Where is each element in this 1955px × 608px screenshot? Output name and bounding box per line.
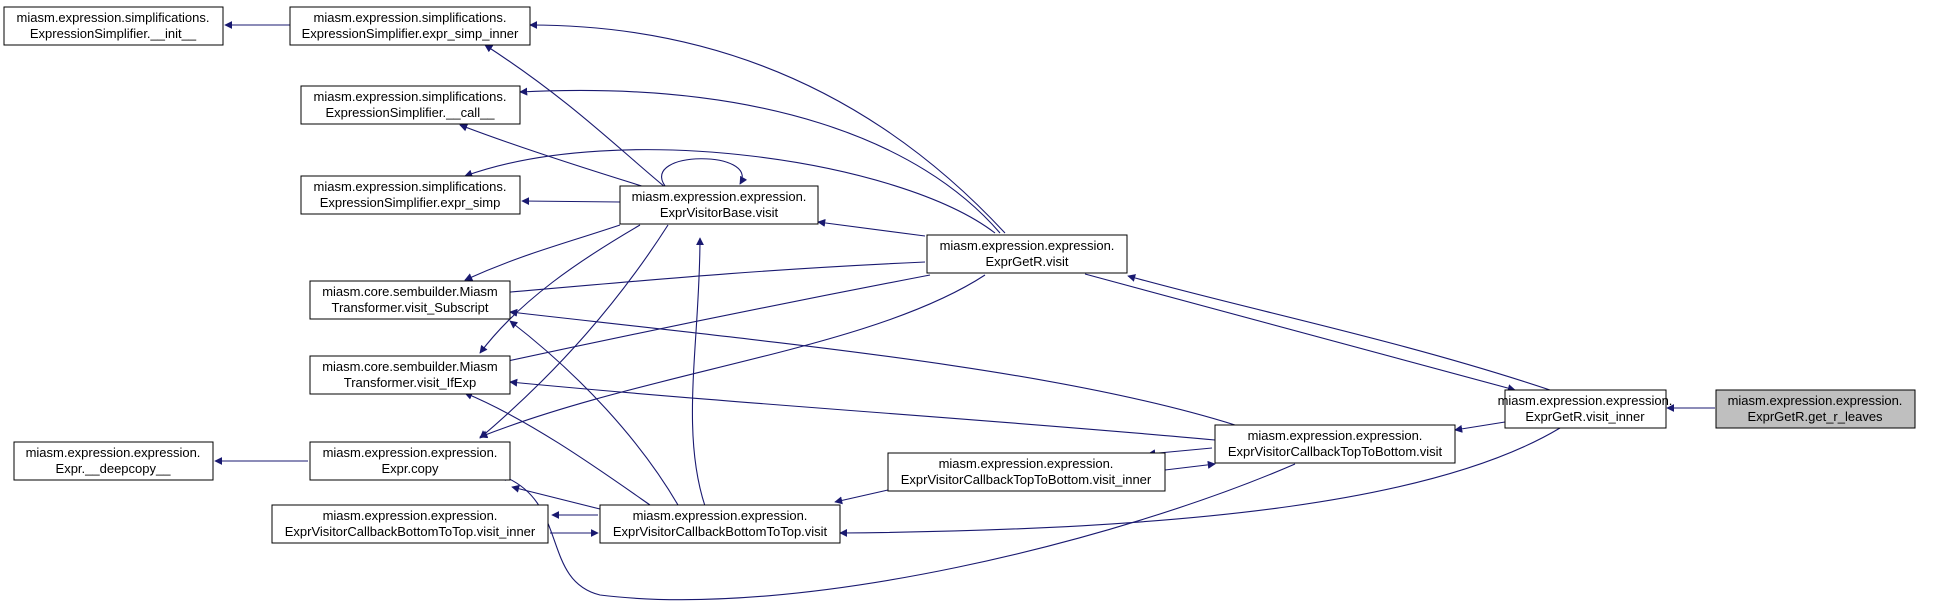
- node-label-line-2: Expr.__deepcopy__: [56, 461, 172, 476]
- node-label-line-1: miasm.expression.expression.: [26, 445, 201, 460]
- node-label-line-1: miasm.expression.expression.: [323, 445, 498, 460]
- node-simp-call[interactable]: miasm.expression.simplifications. Expres…: [300, 85, 521, 125]
- edge-bt-visit-to-expr-copy: [511, 484, 601, 510]
- node-tb-visit[interactable]: miasm.expression.expression. ExprVisitor…: [1214, 424, 1456, 464]
- node-label-line-1: miasm.expression.expression.: [1248, 428, 1423, 443]
- node-label-line-2: ExprVisitorCallbackTopToBottom.visit_inn…: [901, 472, 1152, 487]
- node-expr-deepcopy[interactable]: miasm.expression.expression. Expr.__deep…: [13, 441, 214, 481]
- edge-visitorbase-to-call: [459, 123, 646, 188]
- node-label-line-1: miasm.expression.simplifications.: [17, 10, 210, 25]
- node-label-line-2: ExprGetR.get_r_leaves: [1747, 409, 1883, 424]
- node-label-line-1: miasm.expression.expression.: [632, 189, 807, 204]
- edge-getr-visit-to-expr-simp: [464, 149, 996, 234]
- edge-bt-visit-to-visit-ifexp: [464, 392, 651, 506]
- node-label-line-1: miasm.expression.expression.: [940, 238, 1115, 253]
- node-label-line-2: Expr.copy: [381, 461, 439, 476]
- node-label-line-2: Transformer.visit_Subscript: [331, 300, 488, 315]
- edge-tb-visit-inner-to-bt-visit: [834, 489, 889, 505]
- edges: [214, 21, 1715, 601]
- node-getr-visit-inner[interactable]: miasm.expression.expression. ExprGetR.vi…: [1498, 389, 1673, 429]
- node-label-line-2: ExpressionSimplifier.__call__: [325, 105, 495, 120]
- edge-getr-visit-inner-to-getr-visit: [1127, 274, 1551, 391]
- edge-visitorbase-to-expr-simp-inner: [484, 44, 666, 188]
- node-visitorbase-visit[interactable]: miasm.expression.expression. ExprVisitor…: [619, 185, 819, 225]
- node-bt-visit[interactable]: miasm.expression.expression. ExprVisitor…: [599, 504, 841, 544]
- node-label-line-1: miasm.core.sembuilder.Miasm: [322, 284, 498, 299]
- edge-tb-visit-to-expr-copy: [499, 463, 1296, 601]
- node-label-line-2: ExprVisitorCallbackBottomToTop.visit: [613, 524, 828, 539]
- node-label-line-2: ExpressionSimplifier.expr_simp: [320, 195, 501, 210]
- edge-tb-visit-inner-to-tb-visit: [1164, 460, 1216, 471]
- edge-tb-visit-to-visit-subscript: [509, 308, 1236, 426]
- edge-visitorbase-to-visit-subscript: [464, 224, 621, 281]
- node-expr-copy[interactable]: miasm.expression.expression. Expr.copy: [309, 441, 511, 481]
- node-bt-visit-inner[interactable]: miasm.expression.expression. ExprVisitor…: [271, 504, 549, 544]
- node-getr-get-r-leaves[interactable]: miasm.expression.expression. ExprGetR.ge…: [1715, 389, 1916, 429]
- node-label-line-1: miasm.expression.expression.: [633, 508, 808, 523]
- node-label-line-2: ExprGetR.visit: [985, 254, 1068, 269]
- edge-visitorbase-to-expr-simp: [521, 197, 621, 206]
- node-label-line-2: ExpressionSimplifier.__init__: [30, 26, 197, 41]
- node-label-line-2: Transformer.visit_IfExp: [344, 375, 476, 390]
- node-label-line-1: miasm.core.sembuilder.Miasm: [322, 359, 498, 374]
- node-simp-init[interactable]: miasm.expression.simplifications. Expres…: [3, 6, 224, 46]
- edge-tb-visit-to-visit-ifexp: [509, 378, 1216, 441]
- node-label-line-2: ExpressionSimplifier.expr_simp_inner: [302, 26, 519, 41]
- edge-getr-visit-to-getr-visit-inner: [1084, 273, 1516, 392]
- edge-visitorbase-self-loop: [661, 158, 748, 187]
- edge-bt-visit-to-visit-subscript: [509, 320, 679, 506]
- edge-getr-visit-to-visit-subscript: [464, 261, 926, 300]
- edge-getr-visit-to-expr-simp-inner: [529, 21, 1006, 234]
- edge-visitorbase-to-expr-copy: [479, 224, 669, 439]
- node-getr-visit[interactable]: miasm.expression.expression. ExprGetR.vi…: [926, 234, 1128, 274]
- node-tb-visit-inner[interactable]: miasm.expression.expression. ExprVisitor…: [887, 452, 1166, 492]
- node-simp-expr-simp-inner[interactable]: miasm.expression.simplifications. Expres…: [289, 6, 531, 46]
- edge-getr-visit-inner-to-bt-visit: [839, 427, 1561, 537]
- node-label-line-1: miasm.expression.simplifications.: [314, 89, 507, 104]
- edge-getr-visit-inner-to-tb-visit: [1454, 421, 1506, 433]
- node-visit-subscript[interactable]: miasm.core.sembuilder.Miasm Transformer.…: [309, 280, 511, 320]
- edge-getr-visit-to-call: [519, 87, 1001, 234]
- node-label-line-1: miasm.expression.simplifications.: [314, 10, 507, 25]
- node-label-line-1: miasm.expression.expression.: [939, 456, 1114, 471]
- edge-getr-visit-to-expr-copy: [479, 274, 986, 439]
- node-label-line-1: miasm.expression.simplifications.: [314, 179, 507, 194]
- node-label-line-2: ExprVisitorCallbackTopToBottom.visit: [1228, 444, 1443, 459]
- node-label-line-2: ExprVisitorBase.visit: [660, 205, 779, 220]
- node-simp-expr-simp[interactable]: miasm.expression.simplifications. Expres…: [300, 175, 521, 215]
- node-label-line-1: miasm.expression.expression.: [1728, 393, 1903, 408]
- edge-visitorbase-to-visit-ifexp: [479, 224, 641, 354]
- node-label-line-2: ExprVisitorCallbackBottomToTop.visit_inn…: [285, 524, 536, 539]
- node-label-line-1: miasm.expression.expression.: [1498, 393, 1673, 408]
- node-label-line-2: ExprGetR.visit_inner: [1525, 409, 1645, 424]
- node-label-line-1: miasm.expression.expression.: [323, 508, 498, 523]
- edge-bt-visit-to-visitorbase: [691, 237, 706, 507]
- node-visit-ifexp[interactable]: miasm.core.sembuilder.Miasm Transformer.…: [309, 355, 511, 395]
- edge-getr-visit-to-visitorbase: [817, 218, 926, 237]
